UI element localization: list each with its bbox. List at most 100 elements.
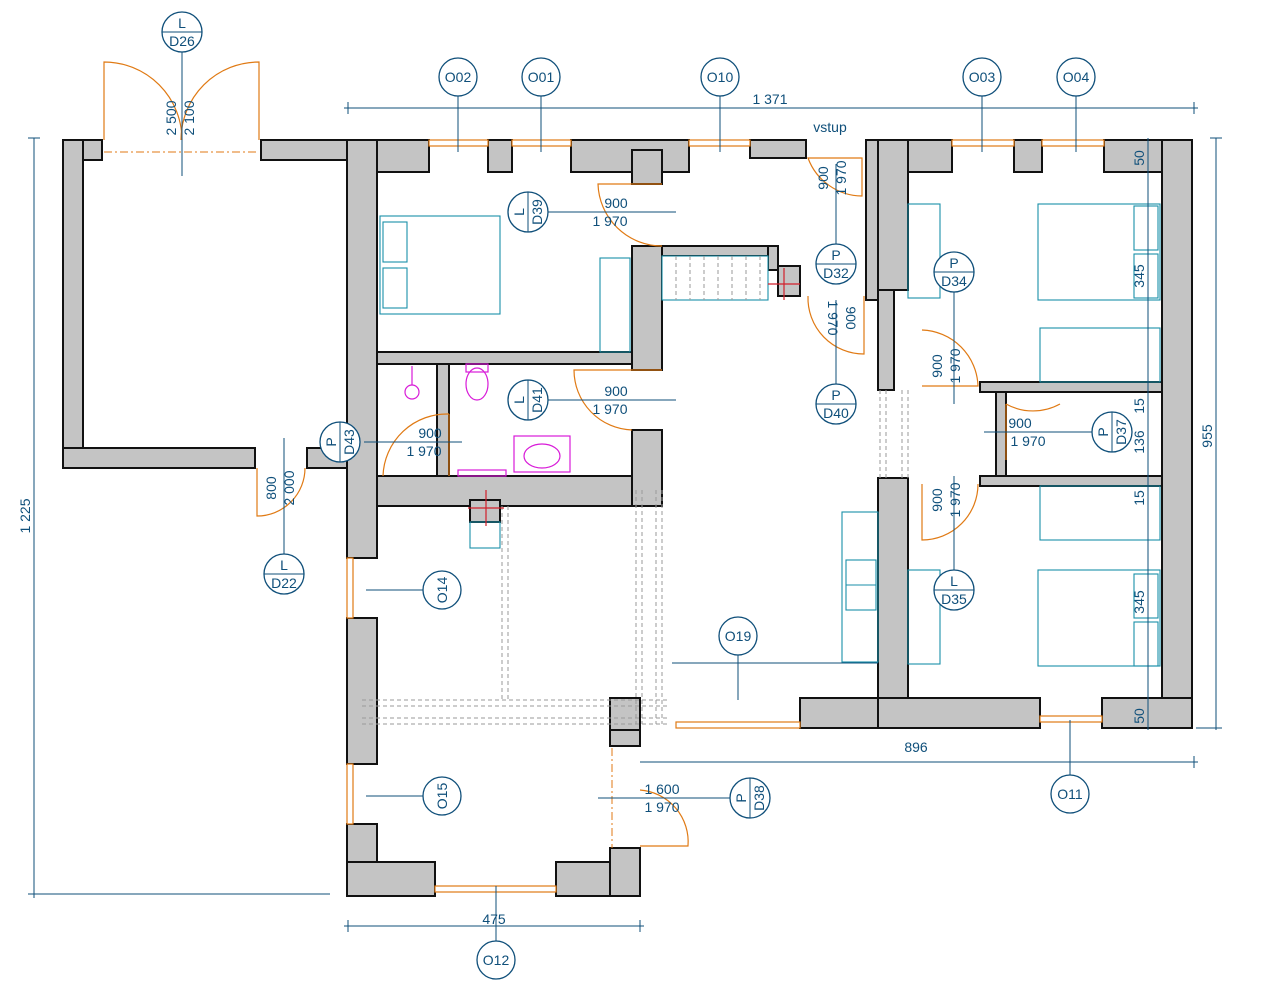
door-size-texts: 2 500 2 100 900 1 970 900 1 970 900 1 97… — [163, 100, 1046, 815]
dim-total-height: 1 225 — [17, 498, 33, 533]
d22-width: 800 — [263, 476, 279, 500]
svg-text:P: P — [1095, 427, 1111, 436]
toilet-cistern — [465, 363, 489, 373]
window-tag-o04: O04 — [1056, 57, 1096, 97]
door-tag-d34: P D34 — [933, 251, 975, 293]
leaders — [181, 46, 1094, 942]
dim-wall-15-b: 15 — [1131, 490, 1147, 506]
entrance-label: vstup — [813, 119, 847, 135]
dim-bottom-left: 475 — [482, 911, 506, 927]
toilet-bowl — [465, 367, 489, 401]
window-tag-o01: O01 — [521, 57, 561, 97]
svg-text:L: L — [511, 396, 527, 404]
shower — [404, 384, 420, 400]
d26-height: 2 100 — [181, 100, 197, 135]
svg-text:O19: O19 — [725, 628, 752, 644]
doors — [103, 61, 1061, 848]
wall-stair-top — [661, 245, 779, 257]
door-d32-swing — [807, 157, 863, 197]
house-wall-left-upper — [346, 139, 378, 559]
window-tag-o19: O19 — [718, 616, 758, 656]
d38-width: 1 600 — [644, 781, 679, 797]
dim-room-345-bottom: 345 — [1131, 590, 1147, 614]
dim-bottom-right: 896 — [904, 739, 928, 755]
svg-text:D39: D39 — [529, 199, 545, 225]
svg-text:D32: D32 — [823, 265, 849, 281]
svg-text:O10: O10 — [707, 69, 734, 85]
door-tag-d32: P D32 — [815, 243, 857, 285]
dim-room-136: 136 — [1131, 430, 1147, 454]
svg-text:D35: D35 — [941, 591, 967, 607]
wall-bath-divider — [436, 363, 450, 477]
door-d26-leaf-right — [180, 61, 260, 141]
bed-left — [379, 215, 501, 315]
svg-text:O15: O15 — [434, 783, 450, 810]
window-tag-group: O02 O01 O10 O03 O04 O14 O15 O12 — [422, 57, 1096, 980]
svg-text:P: P — [831, 387, 840, 403]
wall-small-room-left — [995, 391, 1007, 477]
kitchen-counter — [841, 511, 879, 663]
wall-room-divider-a — [979, 381, 1163, 393]
house-wall-right-lower — [609, 847, 641, 897]
d43-height: 1 970 — [406, 443, 441, 459]
d32-width: 900 — [815, 166, 831, 190]
d41-height: 1 970 — [592, 401, 627, 417]
window-o15 — [346, 763, 354, 825]
dim-right-height: 955 — [1199, 424, 1215, 448]
house-wall-bottom-left — [346, 861, 436, 897]
wall-bedroom-bottom — [376, 351, 634, 365]
door-tag-d43: P D43 — [319, 421, 361, 463]
pillow-e — [1133, 573, 1159, 619]
svg-text:D37: D37 — [1113, 419, 1129, 445]
walls — [62, 139, 1193, 897]
garage-wall-top-right — [260, 139, 348, 161]
door-d43-swing — [382, 413, 450, 477]
svg-text:L: L — [280, 557, 288, 573]
door-d41-swing — [573, 369, 662, 431]
svg-text:O02: O02 — [445, 69, 472, 85]
bed-right-bottom — [1037, 569, 1161, 667]
door-tag-d22: L D22 — [263, 553, 305, 595]
window-o11 — [1039, 715, 1103, 723]
svg-text:O14: O14 — [434, 577, 450, 604]
dim-room-345-top: 345 — [1131, 264, 1147, 288]
door-d40-swing — [807, 295, 865, 355]
door-tag-group: L D26 L D39 L D41 P D43 L D22 — [161, 11, 1133, 819]
wing-wall-bottom-mid — [799, 697, 879, 729]
door-d38-swing — [639, 789, 689, 847]
svg-text:L: L — [178, 15, 186, 31]
wing-wall-bottom-right — [1101, 697, 1193, 729]
hidden-lines — [362, 390, 909, 725]
window-o03 — [951, 139, 1015, 147]
door-tag-d41: L D41 — [507, 379, 549, 421]
sanitary — [404, 363, 571, 477]
d38-height: 1 970 — [644, 799, 679, 815]
door-d39-swing — [597, 183, 663, 247]
wing-wall-left-upper — [877, 139, 909, 291]
dim-wall-50-bottom: 50 — [1131, 708, 1147, 724]
svg-text:D41: D41 — [529, 387, 545, 413]
wall-stair-step-b — [777, 265, 801, 297]
svg-text:D43: D43 — [341, 429, 357, 455]
washbasin — [513, 435, 571, 473]
wall-central-top — [631, 149, 663, 185]
wall-corridor-right-upper — [877, 289, 895, 391]
door-d34-swing — [921, 329, 979, 387]
garage-wall-left — [62, 139, 84, 469]
svg-text:O04: O04 — [1063, 69, 1090, 85]
svg-text:P: P — [949, 255, 958, 271]
svg-text:D40: D40 — [823, 405, 849, 421]
door-tag-d37: P D37 — [1091, 411, 1133, 453]
bed-single-b — [1039, 485, 1161, 541]
wall-central-lower — [631, 429, 663, 507]
svg-text:D26: D26 — [169, 33, 195, 49]
window-tag-o02: O02 — [438, 57, 478, 97]
window-tag-o03: O03 — [962, 57, 1002, 97]
d26-width: 2 500 — [163, 100, 179, 135]
window-tag-o15: O15 — [422, 776, 462, 816]
svg-text:D38: D38 — [751, 785, 767, 811]
furniture — [379, 203, 1161, 667]
d22-height: 2 000 — [281, 470, 297, 505]
dim-wall-15-a: 15 — [1131, 398, 1147, 414]
wall-room-divider-b — [979, 475, 1163, 487]
